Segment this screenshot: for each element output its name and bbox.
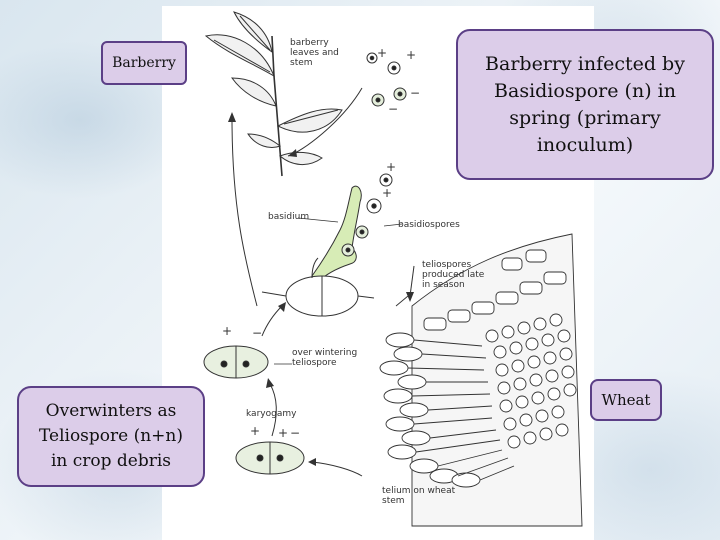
wheat-telium-drawing xyxy=(379,233,583,527)
sign-plus-1: + xyxy=(377,46,388,60)
callout-barberry-infected-text: Barberry infected by Basidiospore (n) in… xyxy=(485,52,685,156)
cycle-arrow-middle xyxy=(261,305,283,337)
sign-plus-5: + xyxy=(222,324,233,338)
cycle-arrow-left xyxy=(231,117,258,307)
sign-minus-2: − xyxy=(388,102,399,116)
label-teliospores-late: teliospores produced late in season xyxy=(422,260,485,290)
callout-overwinters-text: Overwinters as Teliospore (n+n) in crop … xyxy=(38,401,184,471)
label-basidium: basidium xyxy=(268,212,310,222)
label-basidiospores: basidiospores xyxy=(398,220,460,230)
spore-cells-top xyxy=(366,52,407,107)
sign-minus-4: − xyxy=(290,426,301,440)
teliospores-pointer xyxy=(409,265,415,297)
sign-plus-4: + xyxy=(382,186,393,200)
callout-barberry-infected: Barberry infected by Basidiospore (n) in… xyxy=(456,29,714,180)
life-cycle-drawing xyxy=(203,11,583,527)
label-telium: telium on wheat stem xyxy=(382,486,456,506)
cycle-arrow-lower xyxy=(269,383,277,437)
cycle-arrow-bottom xyxy=(311,461,363,477)
germinating-teliospore-drawing xyxy=(261,257,375,317)
callout-barberry: Barberry xyxy=(101,41,187,85)
callout-barberry-text: Barberry xyxy=(112,55,176,71)
label-over-wintering: over wintering teliospore xyxy=(292,348,358,368)
label-karyogamy: karyogamy xyxy=(246,409,297,419)
callout-wheat-text: Wheat xyxy=(601,391,651,409)
sign-plus-6: + xyxy=(250,424,261,438)
sign-plus-7: + xyxy=(278,426,289,440)
sign-minus-3: − xyxy=(252,326,263,340)
sign-minus-1: − xyxy=(410,86,421,100)
sign-plus-3: + xyxy=(386,160,397,174)
callout-wheat: Wheat xyxy=(590,379,662,421)
label-barberry-leaves: barberry leaves and stem xyxy=(290,38,339,68)
callout-overwinters: Overwinters as Teliospore (n+n) in crop … xyxy=(17,386,205,487)
overwintering-teliospore-drawing xyxy=(203,345,292,379)
sign-plus-2: + xyxy=(406,48,417,62)
basidium-drawing xyxy=(297,173,403,283)
karyogamy-spore-drawing xyxy=(235,441,305,475)
barberry-plant-drawing xyxy=(204,11,343,177)
